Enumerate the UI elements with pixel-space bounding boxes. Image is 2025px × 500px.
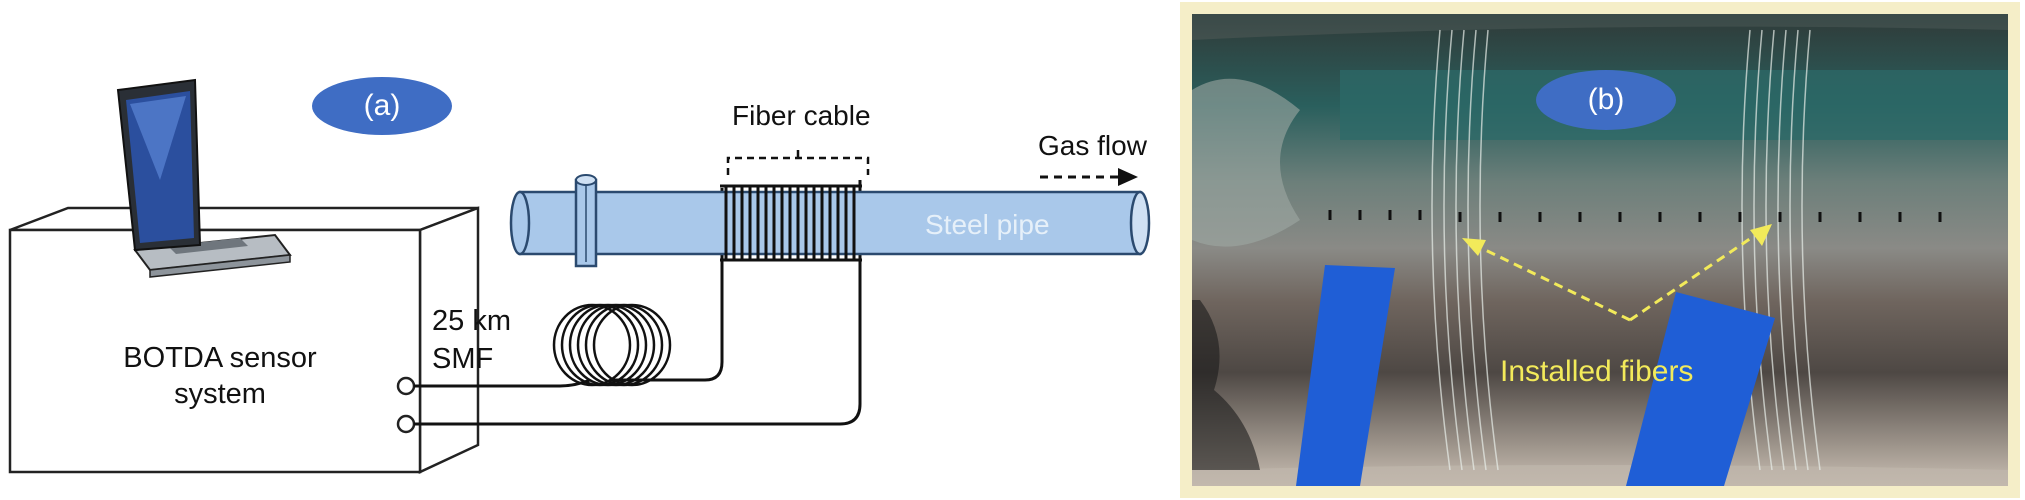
- installed-fibers-label: Installed fibers: [1500, 355, 1694, 388]
- smf-spool-icon: [552, 303, 672, 387]
- panel-a-badge: (a): [312, 77, 452, 135]
- arrowhead-right: [1750, 224, 1772, 246]
- marker-ticks: [1328, 210, 1942, 222]
- fiber-windings-right: [1741, 29, 1821, 471]
- blue-tape-right: [1626, 292, 1775, 486]
- fiber-return: [414, 180, 862, 426]
- botda-label: BOTDA sensor system: [123, 342, 317, 410]
- laptop-icon: [116, 78, 292, 278]
- fiber-lead-2: [610, 188, 724, 382]
- installed-fibers-arrows: [1474, 230, 1761, 322]
- dark-patch: [1192, 300, 1260, 470]
- fiber-coil: [720, 184, 862, 262]
- gas-flow-label: Gas flow: [1038, 130, 1147, 161]
- light-patch: [1192, 78, 1300, 247]
- arrowhead-left: [1462, 238, 1486, 256]
- gas-flow-arrow: [1040, 168, 1138, 186]
- panel-b-badge: (b): [1536, 70, 1676, 130]
- steel-pipe-label: Steel pipe: [925, 209, 1050, 240]
- fiber-lead-1: [414, 378, 591, 388]
- fiber-cable-label: Fiber cable: [732, 100, 871, 131]
- blue-tape-left: [1296, 265, 1395, 486]
- smf-label: 25 km SMF: [432, 305, 511, 375]
